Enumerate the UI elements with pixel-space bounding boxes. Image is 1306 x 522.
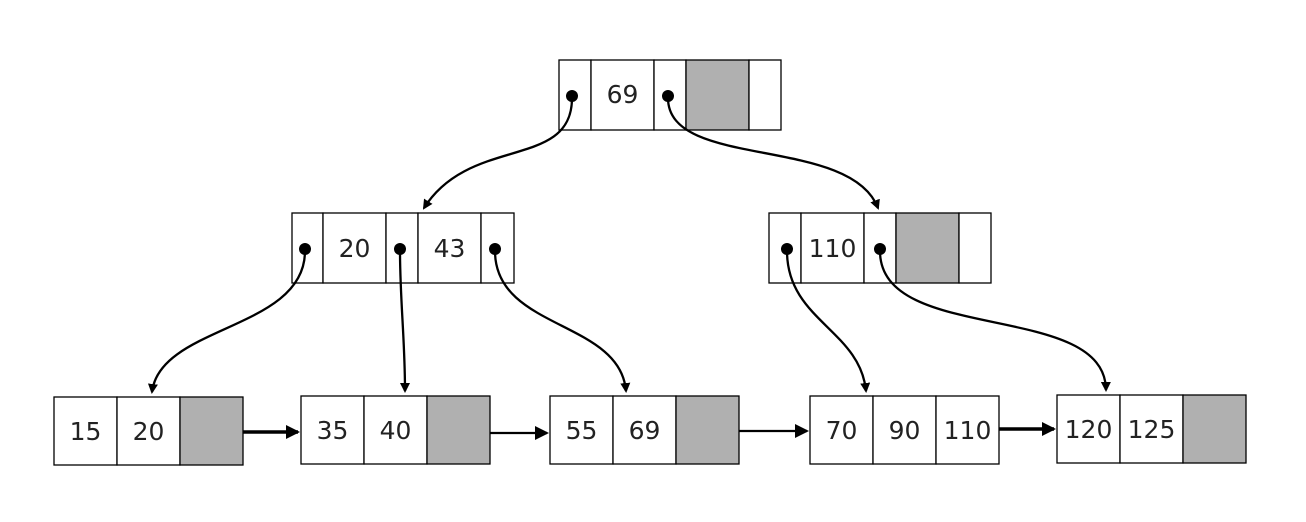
leaf-3-key-slot-1 (612, 395, 677, 465)
internal-node-left: 20 43 (291, 212, 515, 284)
internal-left-pointer-dot-1 (394, 243, 406, 255)
leaf-4-key-2: 110 (944, 416, 992, 445)
internal-left-key-slot-0 (322, 212, 387, 284)
leaf-5-key-slot-1 (1119, 394, 1184, 464)
edge-internal-left-to-leaf-2 (398, 250, 410, 393)
leaf-links (243, 422, 1056, 440)
internal-right-pointer-dot-1 (874, 243, 886, 255)
edge-internal-left-to-leaf-1 (148, 250, 307, 394)
internal-left-key-slot-1 (417, 212, 482, 284)
edge-root-to-internal-right (666, 97, 880, 210)
edge-internal-left-to-leaf-3 (493, 250, 631, 393)
root-pointer-slot-2 (748, 59, 782, 131)
leaf-3-key-0: 55 (566, 416, 598, 445)
leaf-node-3: 55 69 (549, 395, 740, 465)
leaf-2-key-slot-1 (363, 395, 428, 465)
edge-internal-right-to-leaf-5 (878, 250, 1111, 392)
root-pointer-dot-0 (566, 90, 578, 102)
leaf-1-key-1: 20 (133, 417, 165, 446)
root-empty-key-slot (685, 59, 750, 131)
leaf-1-key-slot-0 (53, 396, 118, 466)
leaf-node-5: 120 125 (1056, 394, 1247, 464)
leaf-2-empty-key-slot (426, 395, 491, 465)
root-key-slot-0 (590, 59, 655, 131)
leaf-5-key-slot-0 (1056, 394, 1121, 464)
edge-root-to-internal-left (422, 97, 574, 210)
leaf-3-empty-key-slot (675, 395, 740, 465)
leaf-node-2: 35 40 (300, 395, 491, 465)
leaf-4-key-0: 70 (826, 416, 858, 445)
edge-internal-right-to-leaf-4 (785, 250, 871, 393)
internal-right-pointer-slot-2 (958, 212, 992, 284)
internal-left-key-1: 43 (434, 234, 466, 263)
leaf-3-key-slot-0 (549, 395, 614, 465)
leaf-4-key-slot-1 (872, 395, 937, 465)
tree-edges (148, 97, 1111, 394)
leaf-5-key-1: 125 (1128, 415, 1176, 444)
internal-right-key-slot-0 (800, 212, 865, 284)
leaf-1-key-slot-1 (116, 396, 181, 466)
leaf-1-key-0: 15 (70, 417, 102, 446)
internal-left-pointer-dot-2 (489, 243, 501, 255)
leaf-1-empty-key-slot (179, 396, 244, 466)
leaf-5-empty-key-slot (1182, 394, 1247, 464)
internal-node-right: 110 (768, 212, 992, 284)
leaf-5-key-0: 120 (1065, 415, 1113, 444)
root-pointer-dot-1 (662, 90, 674, 102)
internal-right-empty-key-slot (895, 212, 960, 284)
internal-left-key-0: 20 (339, 234, 371, 263)
leaf-2-key-slot-0 (300, 395, 365, 465)
leaf-node-1: 15 20 (53, 396, 244, 466)
internal-left-pointer-dot-0 (299, 243, 311, 255)
leaf-4-key-1: 90 (889, 416, 921, 445)
internal-right-pointer-dot-0 (781, 243, 793, 255)
internal-right-key-0: 110 (809, 234, 857, 263)
leaf-3-key-1: 69 (629, 416, 661, 445)
leaf-node-4: 70 90 110 (809, 395, 1000, 465)
root-node: 69 (558, 59, 782, 131)
leaf-4-key-slot-2 (935, 395, 1000, 465)
leaf-2-key-1: 40 (380, 416, 412, 445)
root-key-0: 69 (607, 80, 639, 109)
leaf-2-key-0: 35 (317, 416, 349, 445)
